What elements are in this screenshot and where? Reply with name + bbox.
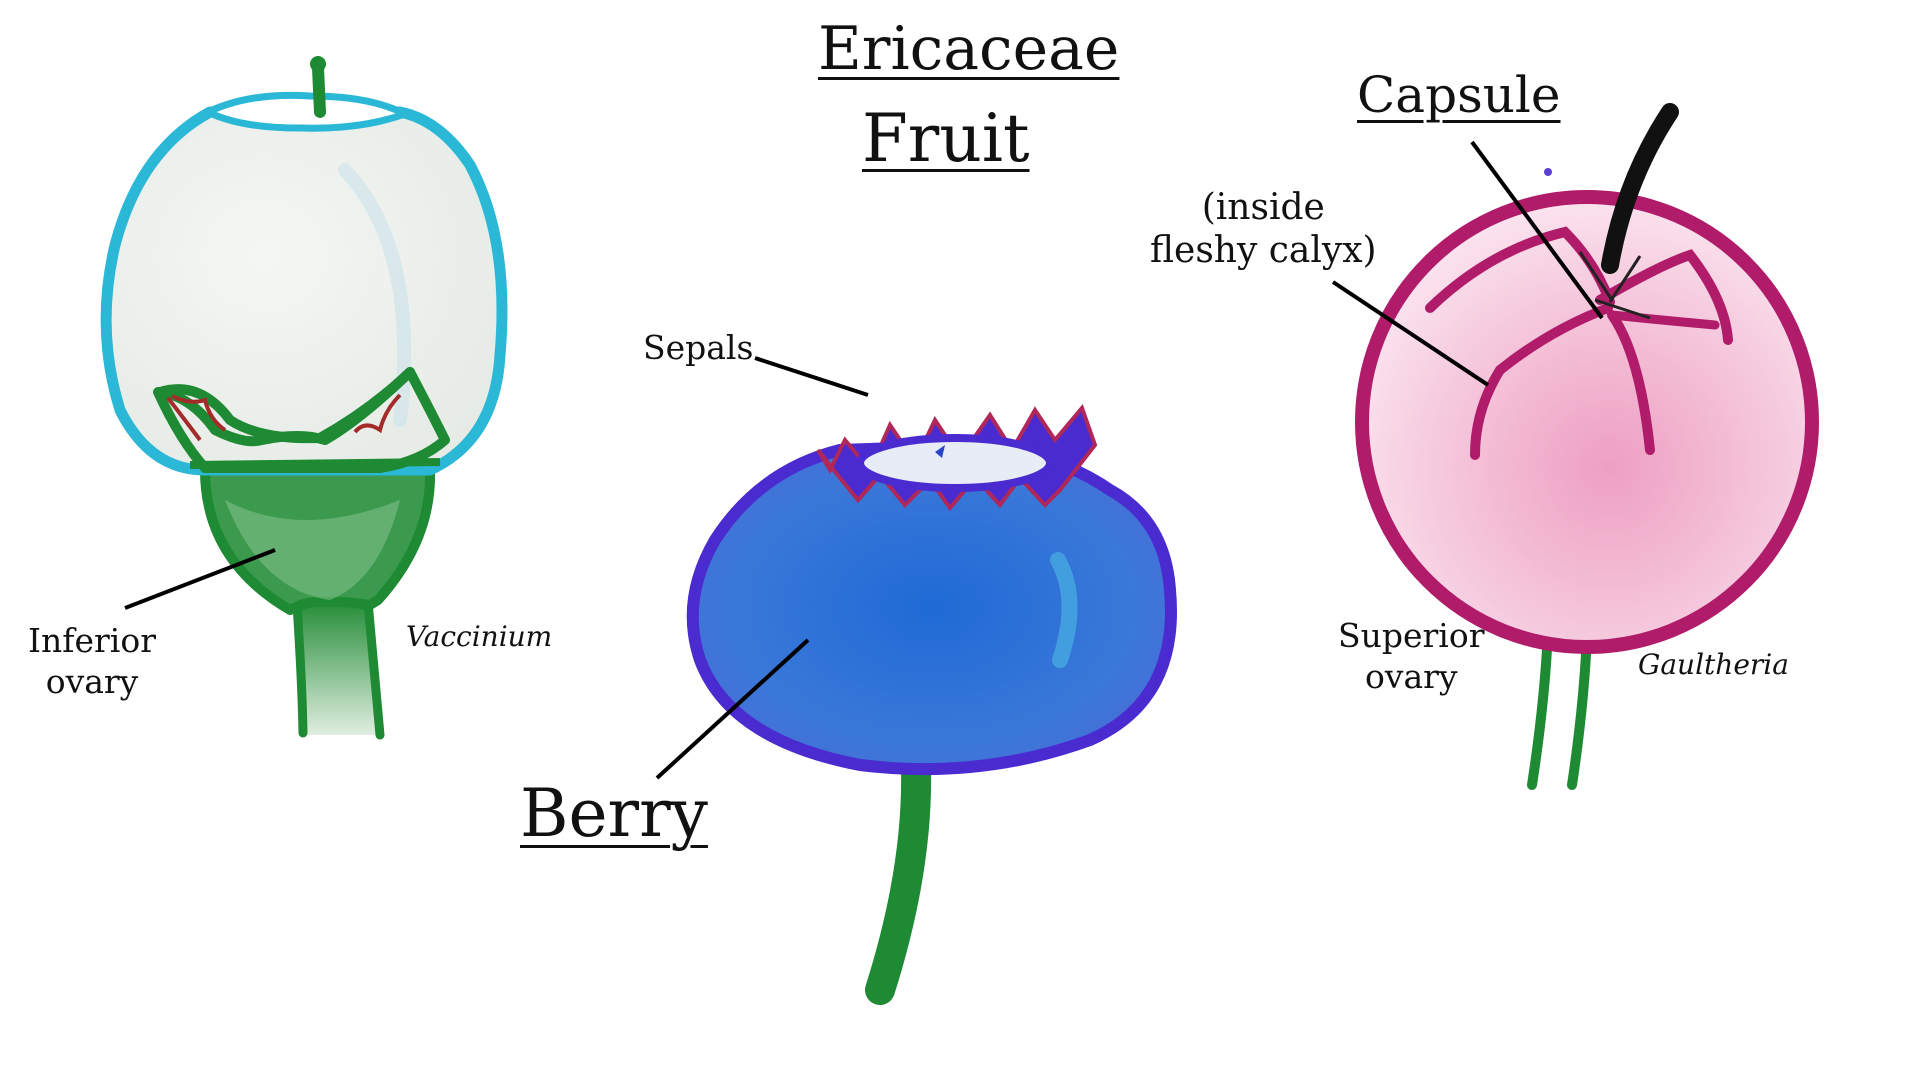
superior-ovary-label-line1: Superior (1338, 616, 1485, 655)
inferior-ovary-label: Inferior ovary (28, 620, 156, 703)
vaccinium-stem (296, 605, 378, 735)
gaultheria-genus-label: Gaultheria (1638, 648, 1789, 681)
capsule-label: Capsule (1357, 66, 1561, 124)
superior-ovary-label-line2: ovary (1364, 657, 1458, 697)
inferior-ovary-label-line1: Inferior (28, 621, 157, 660)
vaccinium-ovary-leader (124, 548, 276, 610)
berry-stem (865, 755, 932, 1005)
sepals-leader (754, 356, 869, 397)
calyx-leader (1331, 280, 1490, 387)
vaccinium-fruit (100, 56, 508, 740)
diagram-title: Ericaceae (818, 14, 1120, 84)
calyx-note-label: (inside fleshy calyx) (1150, 186, 1377, 272)
diagram-subtitle: Fruit (862, 100, 1030, 177)
gaultheria-fleshy-calyx (1355, 190, 1819, 654)
vaccinium-rim (200, 91, 414, 132)
capsule-leader (1470, 140, 1604, 320)
calyx-note-line2: fleshy calyx) (1150, 230, 1377, 272)
berry-leader (655, 638, 810, 780)
sepals-label: Sepals (643, 328, 754, 367)
gaultheria-fruit (1355, 103, 1819, 790)
gaultheria-stem (1527, 625, 1553, 790)
calyx-note-line1: (inside (1201, 187, 1325, 228)
vaccinium-genus-label: Vaccinium (406, 620, 553, 653)
berry-label: Berry (520, 775, 708, 852)
inferior-ovary-label-line2: ovary (45, 662, 139, 702)
berry-body (686, 439, 1177, 776)
gaultheria-capsule-style (1601, 103, 1679, 274)
berry-fruit (686, 404, 1177, 1005)
superior-ovary-label: Superior ovary (1338, 615, 1485, 698)
